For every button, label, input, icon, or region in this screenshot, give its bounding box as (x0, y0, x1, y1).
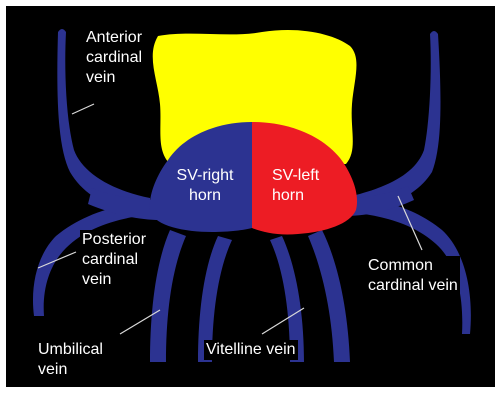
label-sv-left-horn: SV-left horn (272, 166, 319, 206)
label-sv-right-horn: SV-right horn (160, 166, 250, 206)
leader-anterior-cardinal (72, 104, 94, 114)
label-umbilical-vein: Umbilical vein (36, 340, 105, 380)
label-anterior-cardinal-vein: Anterior cardinal vein (84, 28, 144, 88)
right-anterior-cardinal-vein (352, 31, 440, 212)
label-common-cardinal-vein: Common cardinal vein (366, 256, 460, 296)
right-umbilical-vein (308, 230, 350, 362)
label-vitelline-vein: Vitelline vein (204, 340, 298, 360)
label-posterior-cardinal-vein: Posterior cardinal vein (80, 230, 148, 290)
left-umbilical-vein (150, 230, 186, 362)
